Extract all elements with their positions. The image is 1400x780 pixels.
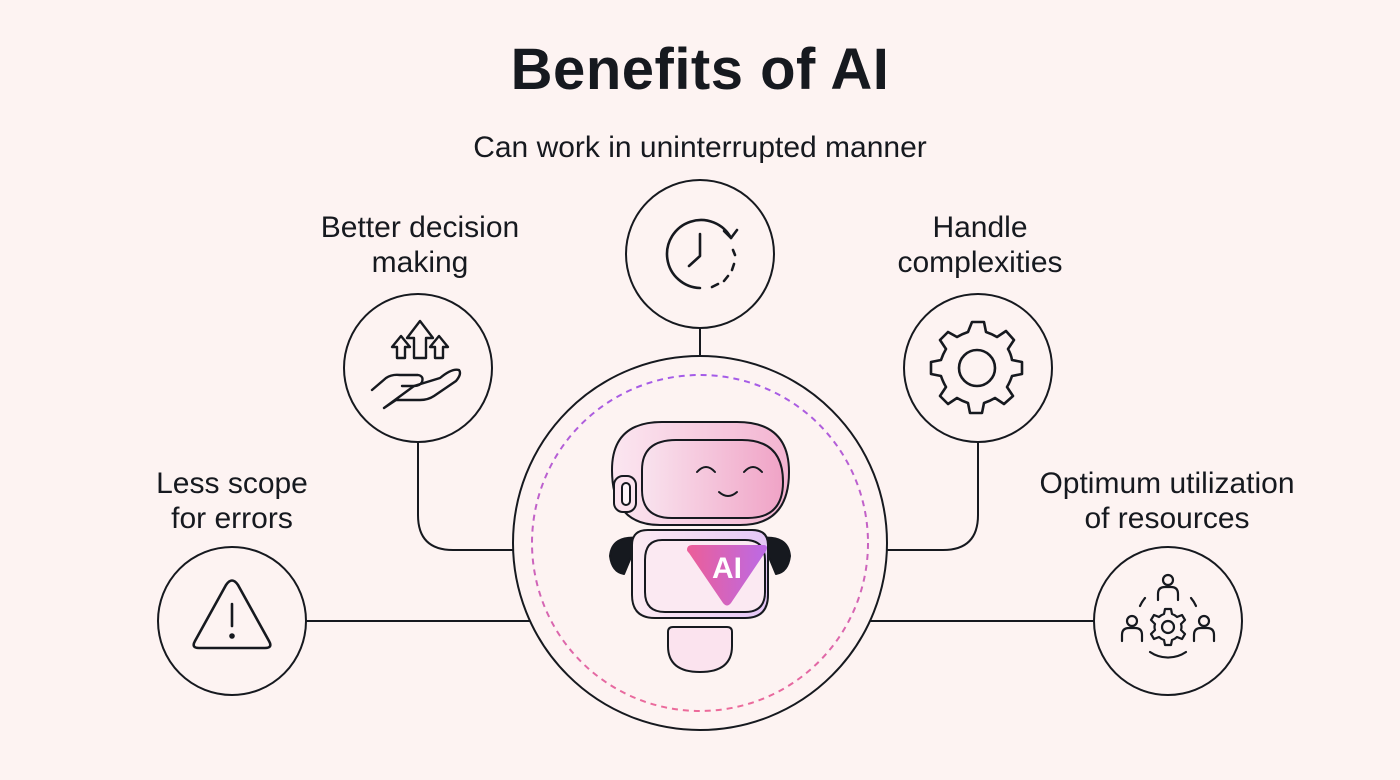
benefit-node-uninterrupted (625, 179, 775, 329)
connector-complexities (886, 442, 979, 551)
benefit-label-uninterrupted: Can work in uninterrupted manner (400, 130, 1000, 165)
benefit-label-line2: of resources (1084, 502, 1250, 535)
team-gear-icon (1120, 573, 1216, 659)
benefit-node-resources (1093, 546, 1243, 696)
benefit-label-decision: Better decision making (270, 210, 570, 280)
gear-icon (929, 320, 1024, 415)
page-title: Benefits of AI (510, 37, 890, 102)
ai-badge: AI (687, 545, 767, 606)
connector-decision (417, 442, 514, 551)
ai-badge-text: AI (712, 552, 742, 585)
hand-arrows-up-icon (370, 319, 462, 410)
benefit-label-line2: for errors (171, 502, 293, 535)
benefit-label-line1: Optimum utilization (1039, 467, 1295, 500)
connector-lines (306, 328, 1094, 622)
benefit-label-line1: Less scope (156, 467, 308, 500)
benefit-label-line2: making (371, 246, 469, 279)
benefit-label-complexities: Handle complexities (830, 210, 1130, 280)
benefit-label-line1: Handle (932, 211, 1028, 244)
dashed-ring (531, 374, 869, 712)
benefit-label-line1: Better decision (320, 211, 520, 244)
benefit-label-line2: complexities (897, 246, 1063, 279)
benefit-label-line1: Can work in uninterrupted manner (473, 131, 927, 164)
benefit-label-errors: Less scope for errors (82, 466, 382, 536)
clock-refresh-icon (665, 218, 739, 290)
benefit-node-errors (157, 546, 307, 696)
benefit-label-resources: Optimum utilization of resources (967, 466, 1367, 536)
benefit-node-decision (343, 293, 493, 443)
warning-triangle-icon (192, 579, 272, 650)
benefit-node-complexities (903, 293, 1053, 443)
